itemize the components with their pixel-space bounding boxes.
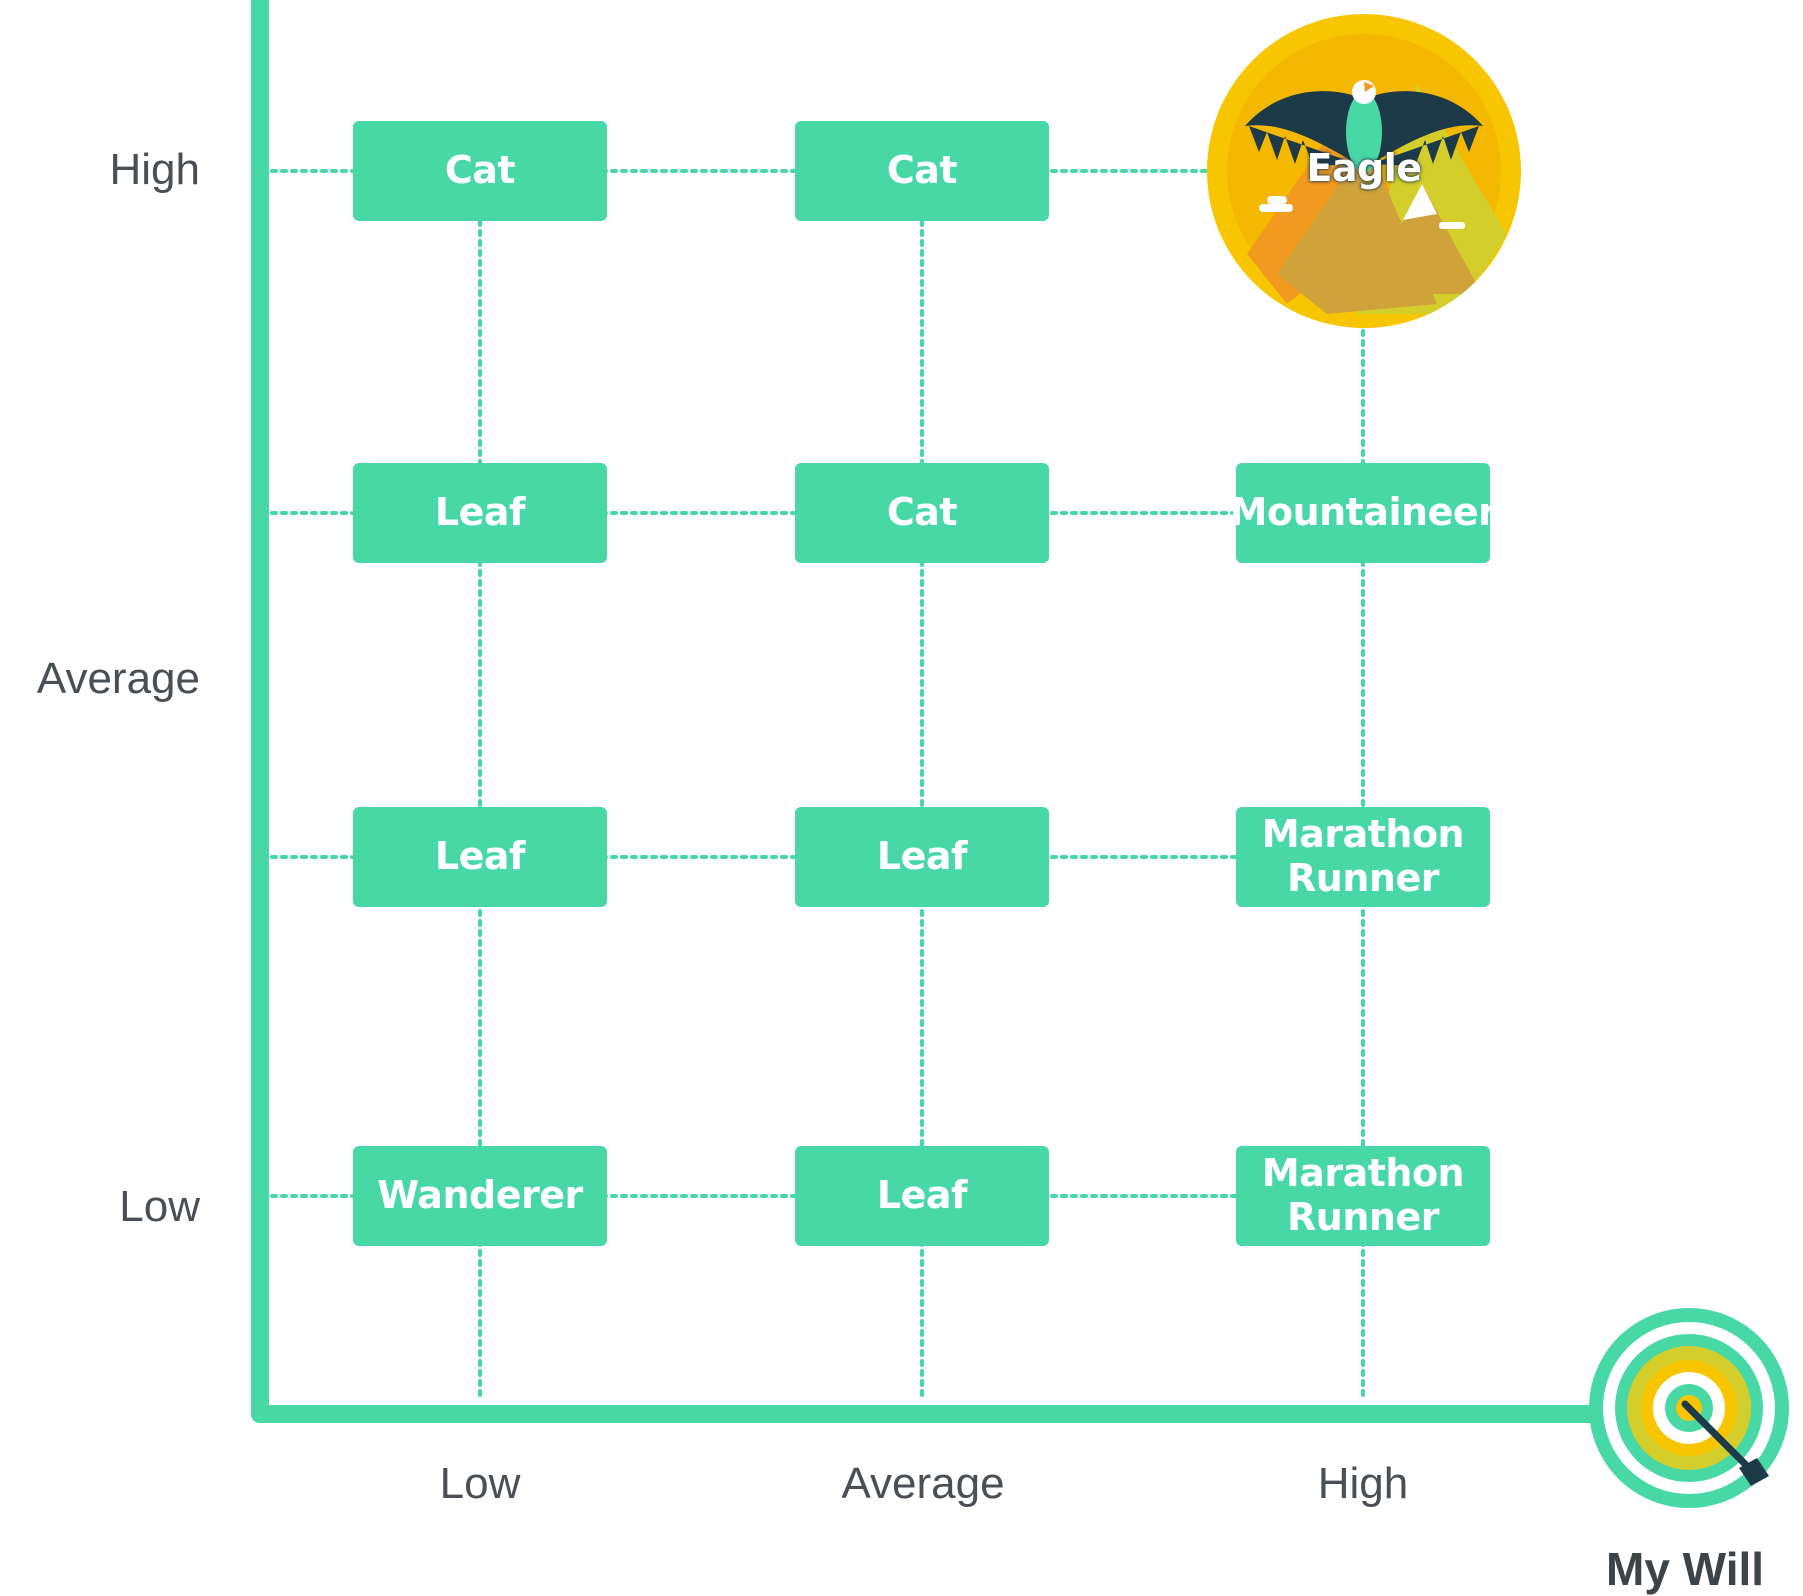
- cell-low-average: Leaf: [795, 1146, 1049, 1246]
- cell-high-low: Cat: [353, 121, 607, 221]
- cell-above-average-low: Leaf: [353, 463, 607, 563]
- target-icon: [1589, 1308, 1789, 1508]
- eagle-mountain-icon: [1207, 14, 1521, 328]
- cell-below-average-average: Leaf: [795, 807, 1049, 907]
- cell-above-average-average: Cat: [795, 463, 1049, 563]
- x-label-low: Low: [439, 1459, 521, 1508]
- cell-high-average: Cat: [795, 121, 1049, 221]
- x-label-high: High: [1317, 1459, 1409, 1508]
- x-axis-title: My Will: [1606, 1543, 1765, 1595]
- cell-high-high: Eagle: [1306, 146, 1422, 190]
- cell-below-average-high: Marathon Runner: [1236, 807, 1490, 907]
- cell-low-high: Marathon Runner: [1236, 1146, 1490, 1246]
- cell-low-low: Wanderer: [353, 1146, 607, 1246]
- x-label-average: Average: [841, 1459, 1005, 1508]
- cell-below-average-low: Leaf: [353, 807, 607, 907]
- y-label-average: Average: [36, 654, 200, 703]
- cell-above-average-high: Mountaineer: [1230, 463, 1497, 563]
- y-label-low: Low: [119, 1182, 200, 1231]
- y-label-high: High: [109, 145, 201, 194]
